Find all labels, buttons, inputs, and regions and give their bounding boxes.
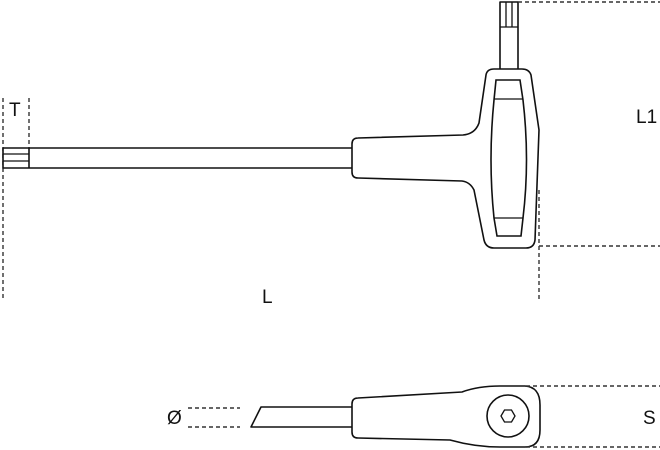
top-view: Ø S [167,385,660,448]
short-shaft [499,1,519,71]
hex-socket-icon [500,409,516,423]
label-l: L [262,287,273,308]
handle-grip [490,79,528,237]
socket-ring [486,394,530,438]
label-t: T [9,100,21,121]
label-s: S [643,408,656,429]
top-shaft [250,406,356,428]
label-l1: L1 [636,107,657,128]
shaft [2,147,354,169]
side-view: T L1 L [2,1,660,308]
label-diameter: Ø [167,408,182,429]
t-handle [351,68,540,249]
